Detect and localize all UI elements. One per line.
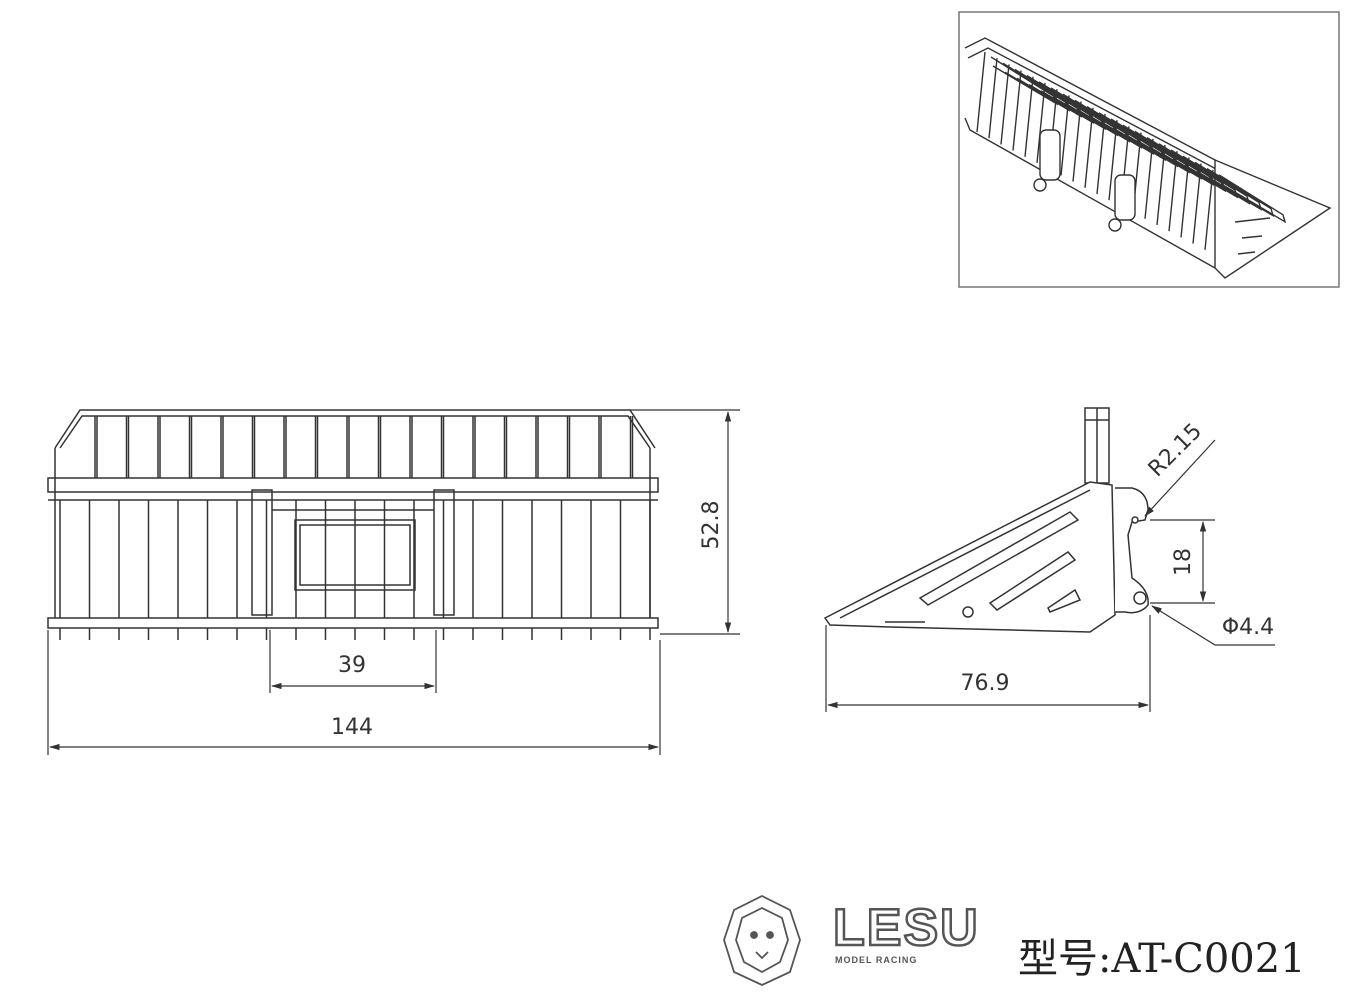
preview-bar	[1096, 113, 1106, 195]
preview-bar	[1060, 95, 1070, 176]
preview-bar	[1204, 169, 1214, 250]
preview-bar	[1000, 64, 1010, 145]
model-number: 型号:AT-C0021	[1018, 936, 1306, 982]
preview-bar	[1036, 82, 1046, 164]
front-view	[47, 409, 659, 640]
preview-bar	[988, 58, 998, 139]
preview-bar	[1156, 144, 1166, 226]
isometric-preview	[958, 11, 1340, 288]
hole-spacing-dimension: 18	[1171, 548, 1196, 576]
preview-bar	[1108, 120, 1118, 201]
brand-logo-text: LESU	[833, 899, 980, 957]
preview-bar	[1012, 70, 1022, 151]
preview-tine	[1194, 161, 1263, 211]
preview-bar	[1144, 138, 1154, 219]
preview-tine	[1206, 168, 1275, 218]
preview-bar	[976, 51, 986, 133]
height-dimension: 52.8	[699, 501, 724, 550]
preview-bar	[1072, 101, 1082, 182]
front-dimensions	[47, 409, 740, 755]
preview-bar	[1024, 76, 1034, 157]
brand-tagline: MODEL RACING	[835, 955, 917, 965]
depth-dimension: 76.9	[961, 671, 1010, 696]
frame-width-dimension: 39	[338, 653, 366, 678]
preview-tine	[1218, 174, 1287, 224]
total-width-dimension: 144	[331, 715, 373, 740]
side-dimensions	[825, 439, 1275, 712]
hole-diameter-dimension: Φ4.4	[1222, 615, 1274, 640]
radius-dimension: R2.15	[1144, 419, 1207, 482]
preview-bar	[1192, 163, 1202, 244]
side-view	[823, 407, 1149, 633]
preview-bar	[1168, 151, 1178, 232]
lion-logo-icon	[723, 894, 801, 986]
preview-bar	[1084, 107, 1094, 188]
preview-bar	[1180, 157, 1190, 238]
